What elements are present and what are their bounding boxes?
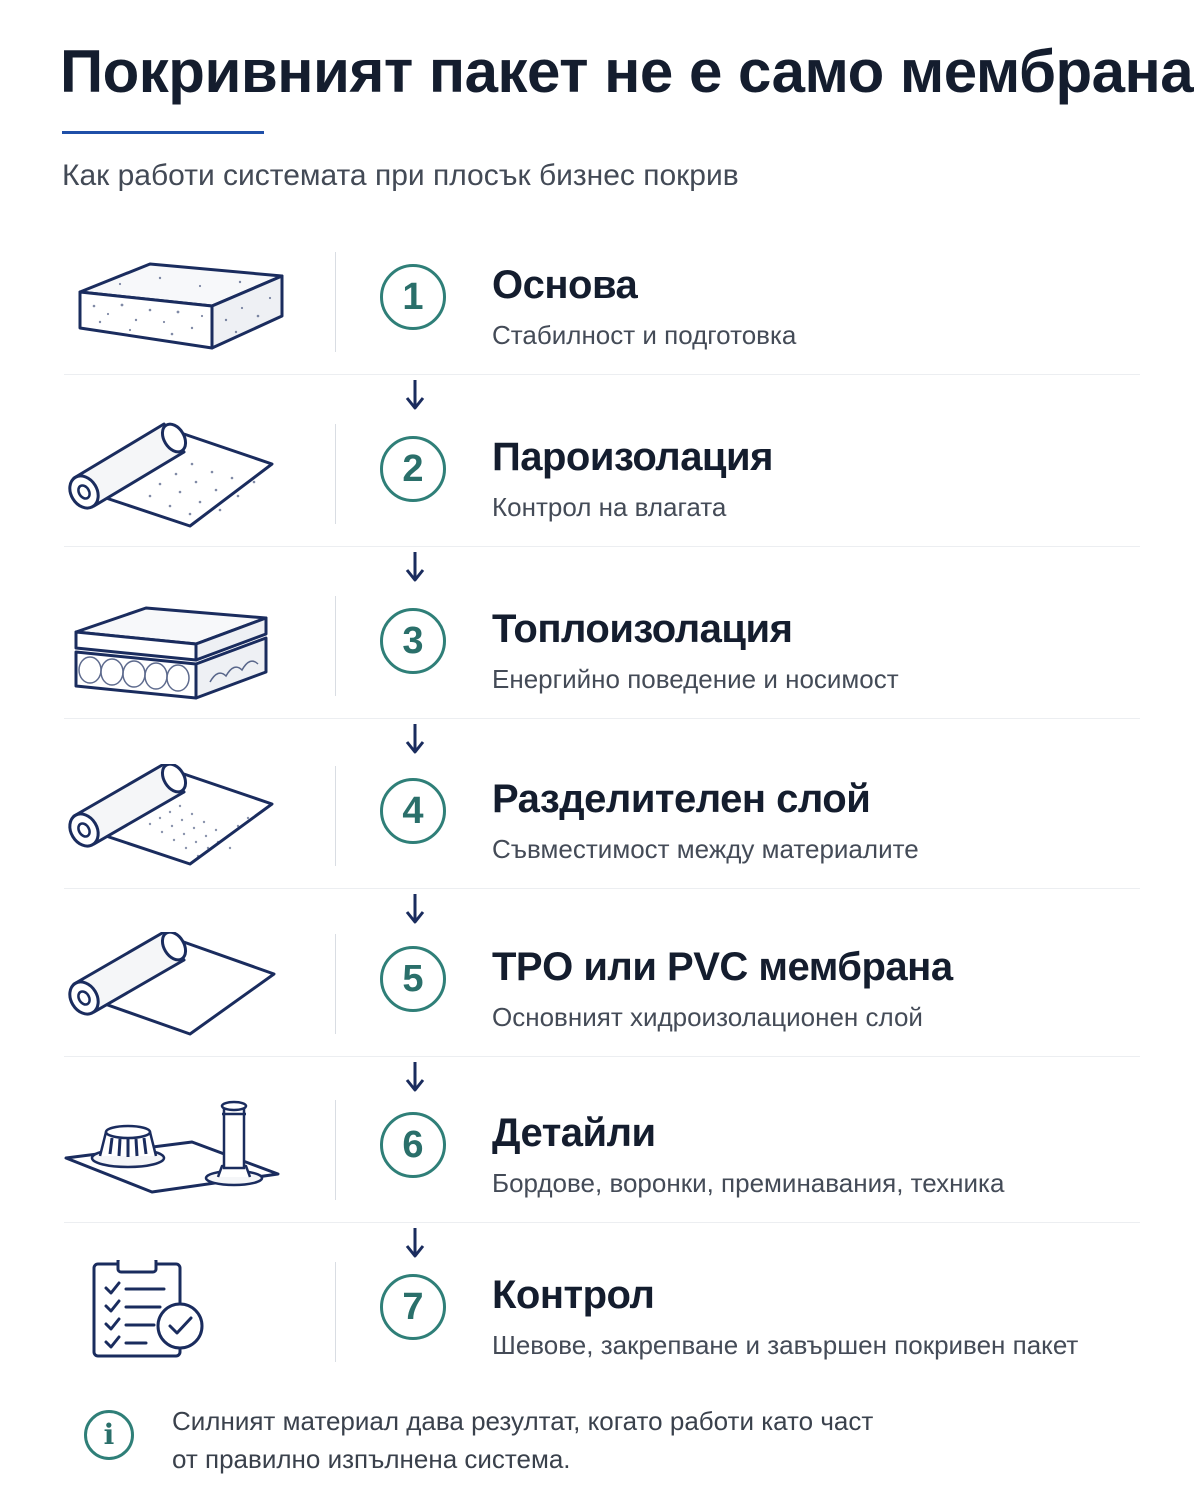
arrow-down-icon (403, 1226, 427, 1260)
title-underline (62, 131, 264, 134)
column-divider (335, 1262, 336, 1362)
step-title: Основа (492, 263, 638, 307)
row-divider (64, 1056, 1140, 1057)
arrow-down-icon (403, 1060, 427, 1094)
step-1: 1 Основа Стабилност и подготовка (0, 250, 1200, 422)
arrow-down-icon (403, 722, 427, 756)
info-note: i Силният материал дава резултат, когато… (80, 1402, 1160, 1482)
row-divider (64, 374, 1140, 375)
step-description: Шевове, закрепване и завършен покривен п… (492, 1330, 1079, 1360)
insulation-panels-icon (60, 594, 290, 714)
step-title: Контрол (492, 1273, 655, 1317)
step-4: 4 Разделителен слой Съвместимост между м… (0, 764, 1200, 936)
step-description: Бордове, воронки, преминавания, техника (492, 1168, 1005, 1198)
checklist-icon (60, 1260, 290, 1380)
note-line-2: от правилно изпълнена система. (172, 1444, 571, 1474)
step-number-badge: 5 (380, 946, 446, 1012)
step-number-badge: 3 (380, 608, 446, 674)
step-title: Разделителен слой (492, 777, 871, 821)
step-2: 2 Пароизолация Контрол на влагата (0, 422, 1200, 594)
step-number-badge: 7 (380, 1274, 446, 1340)
step-description: Съвместимост между материалите (492, 834, 919, 864)
arrow-down-icon (403, 892, 427, 926)
step-description: Стабилност и подготовка (492, 320, 797, 350)
row-divider (64, 718, 1140, 719)
step-7: 7 Контрол Шевове, закрепване и завършен … (0, 1260, 1200, 1432)
step-3: 3 Топлоизолация Енергийно поведение и но… (0, 594, 1200, 766)
column-divider (335, 766, 336, 866)
step-number-badge: 4 (380, 778, 446, 844)
column-divider (335, 596, 336, 696)
step-description: Контрол на влагата (492, 492, 727, 522)
column-divider (335, 252, 336, 352)
info-icon: i (84, 1410, 134, 1460)
row-divider (64, 888, 1140, 889)
step-description: Енергийно поведение и носимост (492, 664, 899, 694)
arrow-down-icon (403, 550, 427, 584)
step-number-badge: 2 (380, 436, 446, 502)
note-text: Силният материал дава резултат, когато р… (172, 1402, 1072, 1478)
membrane-roll-icon (60, 932, 290, 1052)
separation-layer-roll-icon (60, 764, 290, 884)
step-6: 6 Детайли Бордове, воронки, преминавания… (0, 1098, 1200, 1270)
roof-drain-and-pipe-icon (60, 1098, 290, 1218)
page-title: Покривният пакет не е само мембрана (60, 38, 1194, 105)
concrete-slab-icon (60, 250, 290, 370)
step-title: TPO или PVC мембрана (492, 945, 953, 989)
arrow-down-icon (403, 378, 427, 412)
step-number-badge: 6 (380, 1112, 446, 1178)
step-title: Пароизолация (492, 435, 773, 479)
step-title: Топлоизолация (492, 607, 793, 651)
page-subtitle: Как работи системата при плосък бизнес п… (62, 159, 739, 192)
row-divider (64, 546, 1140, 547)
column-divider (335, 1100, 336, 1200)
step-number-badge: 1 (380, 264, 446, 330)
column-divider (335, 424, 336, 524)
column-divider (335, 934, 336, 1034)
step-5: 5 TPO или PVC мембрана Основният хидроиз… (0, 932, 1200, 1104)
step-title: Детайли (492, 1111, 656, 1155)
vapor-barrier-roll-icon (60, 422, 290, 542)
step-description: Основният хидроизолационен слой (492, 1002, 923, 1032)
row-divider (64, 1222, 1140, 1223)
note-line-1: Силният материал дава резултат, когато р… (172, 1406, 874, 1436)
